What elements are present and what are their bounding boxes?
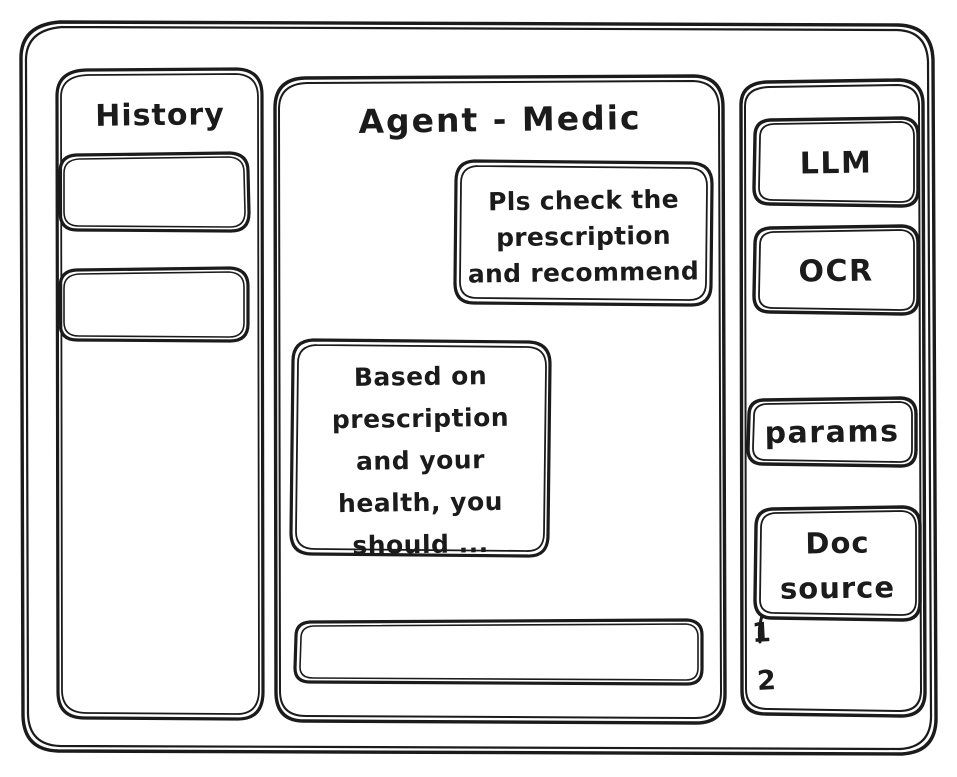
agent-panel-title: Agent - Medic [358,98,642,141]
tool-ocr-label: OCR [798,253,874,290]
tool-llm-label: LLM [799,145,873,182]
user-message-line-3: and recommend [467,256,700,289]
tool-llm-button[interactable]: LLM [754,118,918,206]
agent-message-line-5: should ... [352,529,489,560]
doc-source-line-1: Doc [805,525,870,561]
doc-source-entry-1[interactable]: 1 [751,617,773,650]
tool-params-label: params [764,414,900,451]
history-item-2[interactable] [60,268,248,341]
tool-params-button[interactable]: params [748,398,916,466]
agent-message-bubble: Based on prescription and your health, y… [291,340,550,560]
tool-ocr-button[interactable]: OCR [754,226,918,314]
doc-source-box[interactable]: Doc source [755,507,920,620]
user-message-bubble: Pls check the prescription and recommend [455,161,712,305]
agent-message-line-4: health, you [337,486,504,519]
doc-source-line-2: source [779,570,896,606]
history-panel-title: History [94,97,226,134]
agent-message-line-2: prescription [331,402,510,435]
agent-message-line-1: Based on [353,361,488,392]
composer-input[interactable] [295,620,702,684]
agent-message-line-3: and your [355,445,486,476]
history-item-1[interactable] [60,153,249,231]
user-message-line-2: prescription [495,220,672,253]
doc-source-entry-2[interactable]: 2 [756,665,778,698]
user-message-line-1: Pls check the [487,184,680,217]
